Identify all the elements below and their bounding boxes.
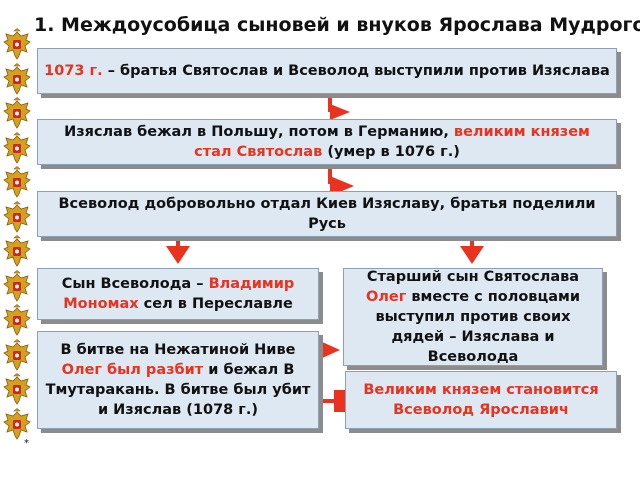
highlight-text: Великим князем становится Всеволод Яросл… [363, 382, 599, 418]
year-highlight: 1073 г. [44, 63, 103, 79]
box-text: Изяслав бежал в Польшу, потом в Германию… [64, 124, 454, 140]
emblem-column [2, 28, 32, 448]
double-headed-eagle-icon [2, 269, 32, 304]
event-box-oleg-polovtsy: Старший сын Святослава Олег вместе с пол… [343, 268, 603, 366]
box-text: вместе с половцами выступил против своих… [375, 289, 581, 365]
double-headed-eagle-icon [2, 373, 32, 407]
double-headed-eagle-icon [2, 97, 32, 131]
arrow-b3-b5 [460, 238, 484, 264]
highlight-text: великим князем стал Святослав [194, 124, 590, 160]
arrow-b1-b2 [328, 95, 350, 120]
arrow-b3-b4 [166, 238, 190, 264]
box-text: сел в Переславле [138, 296, 293, 312]
page-title: 1. Междоусобица сыновей и внуков Ярослав… [34, 14, 640, 36]
event-box-izyaslav-fled: Изяслав бежал в Польшу, потом в Германию… [37, 119, 617, 165]
arrow-b6-b5 [320, 341, 340, 359]
box-text: – братья Святослав и Всеволод выступили … [102, 63, 610, 79]
highlight-text: Владимир Мономах [63, 276, 295, 312]
footnote-mark: * [24, 438, 29, 449]
double-headed-eagle-icon [2, 338, 32, 373]
double-headed-eagle-icon [2, 131, 32, 166]
box-text: (умер в 1076 г.) [322, 144, 460, 160]
double-headed-eagle-icon [2, 62, 32, 97]
event-box-vladimir-monomakh: Сын Всеволода – Владимир Мономах сел в П… [37, 268, 319, 320]
double-headed-eagle-icon [2, 200, 32, 235]
highlight-text: Олег [365, 289, 407, 305]
box-text: В битве на Нежатиной Ниве [60, 342, 296, 358]
box-text: и бежал В Тмутаракань. В битве был убит … [45, 362, 311, 418]
double-headed-eagle-icon [2, 166, 32, 200]
double-headed-eagle-icon [2, 407, 32, 442]
box-text: Сын Всеволода – [61, 276, 209, 292]
box-text: Старший сын Святослава [366, 269, 580, 285]
double-headed-eagle-icon [2, 28, 32, 62]
double-headed-eagle-icon [2, 304, 32, 338]
highlight-text: Олег был разбит [61, 362, 204, 378]
event-box-1073: 1073 г. – братья Святослав и Всеволод вы… [37, 48, 617, 94]
double-headed-eagle-icon [2, 235, 32, 269]
event-box-nezhatina-niva: В битве на Нежатиной Ниве Олег был разби… [37, 331, 319, 429]
box-text: Всеволод добровольно отдал Киев Изяславу… [58, 196, 596, 232]
arrow-b6-b7 [320, 390, 346, 412]
event-box-vsevolod-gave-kiev: Всеволод добровольно отдал Киев Изяславу… [37, 191, 617, 237]
event-box-vsevolod-grand-prince: Великим князем становится Всеволод Яросл… [345, 371, 617, 429]
